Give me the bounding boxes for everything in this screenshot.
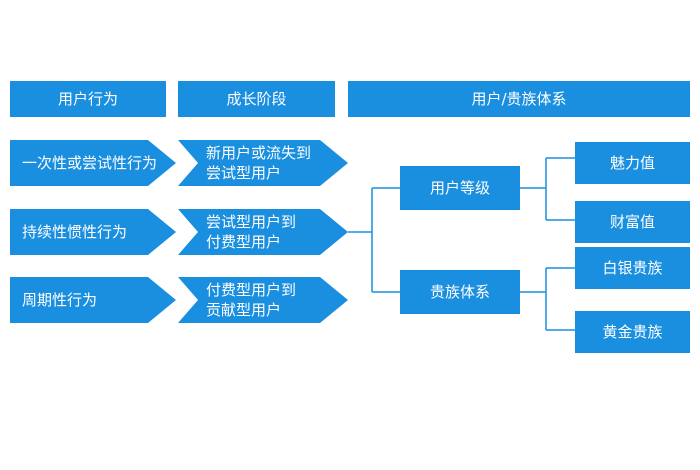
stage-line2: 尝试型用户 <box>206 164 282 182</box>
stage-arrow-trial-to-paid: 尝试型用户到 付费型用户 <box>178 209 348 255</box>
behavior-label: 一次性或尝试性行为 <box>22 154 158 172</box>
stage-line1: 付费型用户到 <box>206 281 297 299</box>
behavior-arrow-onetime: 一次性或尝试性行为 <box>10 140 176 186</box>
behavior-label: 周期性行为 <box>22 291 98 309</box>
stage-arrow-new-to-trial: 新用户或流失到 尝试型用户 <box>178 140 348 186</box>
noble-to-leaves-connector <box>520 267 575 331</box>
leaf-charm-value: 魅力值 <box>575 142 690 184</box>
behavior-arrow-periodic: 周期性行为 <box>10 277 176 323</box>
leaf-gold-noble: 黄金贵族 <box>575 311 690 353</box>
leaf-silver-noble: 白银贵族 <box>575 247 690 289</box>
stage-arrow-paid-to-contributor: 付费型用户到 贡献型用户 <box>178 277 348 323</box>
system-user-level: 用户等级 <box>400 166 520 210</box>
stage-line2: 付费型用户 <box>206 233 282 251</box>
stage-line1: 尝试型用户到 <box>206 213 297 231</box>
level-to-leaves-connector <box>520 157 575 221</box>
behavior-arrow-continuous: 持续性惯性行为 <box>10 209 176 255</box>
header-user-behavior: 用户行为 <box>10 81 166 117</box>
stages-to-systems-connector <box>348 187 400 293</box>
stage-line2: 贡献型用户 <box>206 301 282 319</box>
behavior-label: 持续性惯性行为 <box>22 223 128 241</box>
header-user-noble-system: 用户/贵族体系 <box>348 81 690 117</box>
stage-line1: 新用户或流失到 <box>206 144 312 162</box>
system-noble: 贵族体系 <box>400 270 520 314</box>
header-growth-stage: 成长阶段 <box>178 81 335 117</box>
leaf-wealth-value: 财富值 <box>575 201 690 243</box>
